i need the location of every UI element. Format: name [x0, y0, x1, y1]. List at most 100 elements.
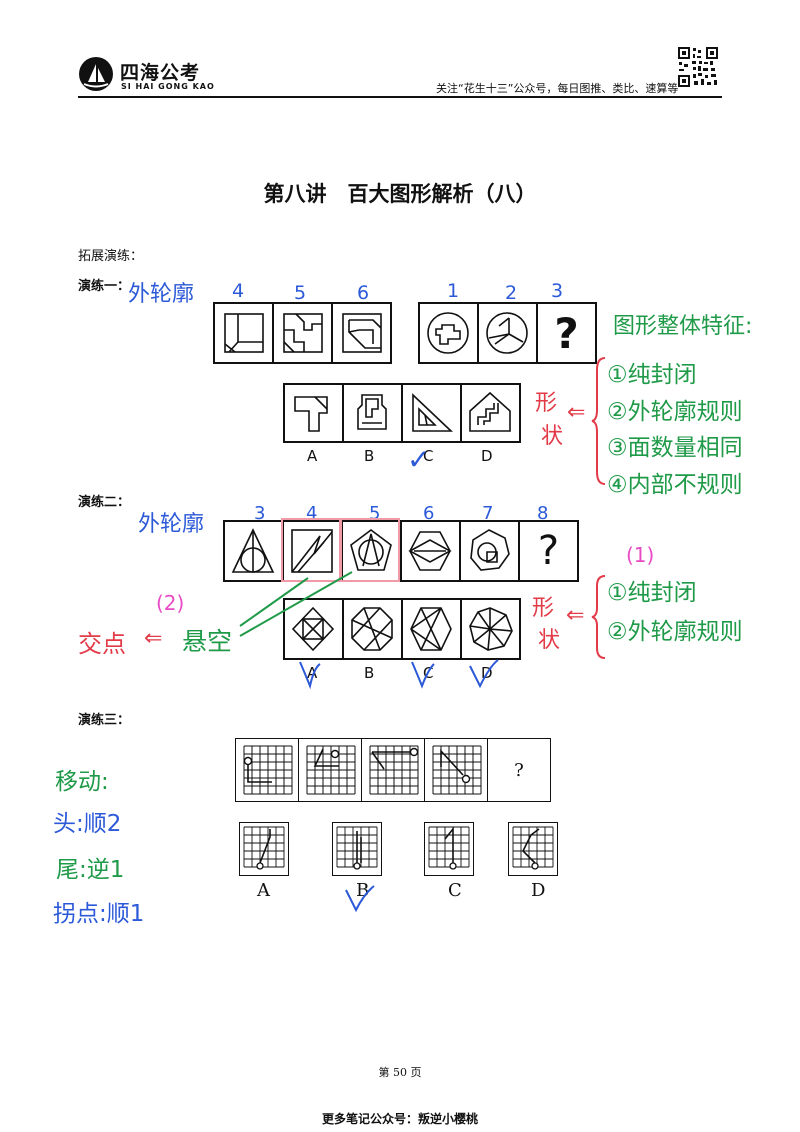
ex3-figure	[425, 739, 488, 801]
ex1-question-row-left	[213, 302, 392, 364]
qr-code	[677, 46, 719, 88]
ex1-figure	[333, 304, 390, 362]
ex1-option-label: C	[423, 447, 434, 465]
ex2-seq-num: 4	[306, 503, 318, 524]
ex1-option-a[interactable]	[285, 385, 344, 441]
ex2-note-shape: 状	[538, 628, 561, 653]
ex2-note-jiaodian: 交点	[78, 630, 126, 658]
ex2-option-d[interactable]	[462, 600, 519, 658]
ex3-label: 演练三：	[78, 713, 131, 728]
ex3-note: 头:顺2	[53, 811, 122, 837]
ex1-options-row	[283, 383, 521, 443]
ex2-option-a[interactable]	[285, 600, 344, 658]
ex1-figure	[420, 304, 479, 362]
ex3-figure	[362, 739, 425, 801]
ex2-note-shape: 形	[532, 596, 555, 621]
ex2-seq-num: 7	[482, 503, 494, 524]
ex2-tag-1: (1)	[626, 543, 655, 567]
ex2-check-marks-icon	[299, 659, 499, 690]
ex2-label: 演练二：	[78, 495, 131, 510]
ex2-figure	[402, 522, 461, 580]
header-rule	[78, 96, 722, 98]
sailboat-logo-icon	[79, 57, 113, 91]
ex1-question-cell: ?	[538, 304, 595, 362]
ex2-feature: ①纯封闭	[607, 580, 697, 606]
qr-code-icon	[677, 46, 719, 88]
ex3-option-c[interactable]	[424, 822, 474, 876]
ex3-option-label: D	[531, 880, 546, 901]
ex1-seq-num: 1	[447, 280, 460, 302]
ex2-figure	[343, 522, 402, 580]
ex1-note-shape: 状	[541, 424, 564, 449]
ex1-arrow: ⇐	[567, 400, 586, 425]
ex2-feature: ②外轮廓规则	[607, 619, 743, 645]
ex3-note: 尾:逆1	[56, 857, 125, 883]
ex2-arrow-left: ⇐	[144, 626, 163, 651]
ex1-option-label: D	[481, 447, 493, 465]
ex3-note: 移动:	[55, 769, 109, 795]
brand-name-en: SI HAI GONG KAO	[121, 82, 215, 91]
ex1-check-mark: ✓	[407, 443, 431, 476]
ex2-note-outline: 外轮廓	[138, 512, 205, 537]
section-label: 拓展演练：	[78, 249, 144, 264]
ex1-label: 演练一：	[78, 279, 131, 294]
ex2-option-c[interactable]	[403, 600, 462, 658]
ex3-option-b[interactable]	[332, 822, 382, 876]
question-mark: ?	[554, 308, 579, 358]
ex2-option-b[interactable]	[344, 600, 403, 658]
page-number: 第 50 页	[378, 1066, 422, 1079]
ex1-figure	[274, 304, 333, 362]
question-mark: ?	[514, 759, 524, 781]
ex1-figure	[215, 304, 274, 362]
ex2-option-label: B	[364, 664, 375, 682]
ex3-question-row: ?	[235, 738, 551, 802]
ex2-figure	[461, 522, 520, 580]
ex1-feature: ④内部不规则	[607, 472, 743, 498]
ex1-note-shape: 形	[535, 391, 558, 416]
brand-name: 四海公考	[120, 62, 201, 84]
ex2-seq-num: 3	[254, 503, 266, 524]
brand-logo	[78, 56, 114, 92]
ex3-figure	[299, 739, 362, 801]
ex3-option-a[interactable]	[239, 822, 289, 876]
ex1-option-c[interactable]	[403, 385, 462, 441]
header-slogan: 关注“花生十三”公众号，每日图推、类比、速算等	[436, 82, 679, 95]
ex3-option-label: A	[257, 880, 270, 901]
page-title: 第八讲 百大图形解析（八）	[263, 182, 537, 206]
ex1-brace-icon	[591, 357, 606, 485]
ex2-arrow: ⇐	[566, 603, 585, 628]
ex2-highlight-box	[340, 518, 400, 582]
ex3-option-d[interactable]	[508, 822, 558, 876]
ex2-seq-num: 8	[537, 503, 549, 524]
ex1-note-outline: 外轮廓	[128, 282, 195, 307]
footer-more: 更多笔记公众号：叛逆小樱桃	[321, 1112, 478, 1126]
ex1-question-row-right: ?	[418, 302, 597, 364]
ex2-seq-num: 6	[423, 503, 435, 524]
ex1-seq-num: 2	[505, 282, 518, 304]
ex1-seq-num: 3	[551, 280, 564, 302]
ex1-option-label: B	[364, 447, 375, 465]
ex1-option-b[interactable]	[344, 385, 403, 441]
ex2-seq-num: 5	[369, 503, 381, 524]
ex1-feature-title: 图形整体特征:	[613, 314, 753, 339]
ex1-figure	[479, 304, 538, 362]
ex1-seq-num: 6	[357, 282, 370, 304]
ex2-pointer-lines-icon	[239, 571, 353, 637]
ex3-figure	[236, 739, 299, 801]
ex3-check-mark-icon	[345, 885, 375, 913]
ex2-question-cell: ?	[520, 522, 577, 580]
ex3-note: 拐点:顺1	[53, 901, 145, 927]
ex1-feature: ②外轮廓规则	[607, 399, 743, 425]
ex2-note-xuankong: 悬空	[182, 627, 233, 656]
ex2-figure	[225, 522, 284, 580]
ex3-question-cell: ?	[488, 739, 550, 801]
ex2-brace-icon	[591, 575, 606, 659]
question-mark: ?	[537, 528, 560, 574]
ex2-figure	[284, 522, 343, 580]
ex2-options-row	[283, 598, 521, 660]
ex1-seq-num: 5	[294, 282, 307, 304]
ex1-option-d[interactable]	[462, 385, 519, 441]
ex3-option-label: C	[448, 880, 462, 901]
ex1-seq-num: 4	[232, 280, 245, 302]
ex1-feature: ①纯封闭	[607, 362, 697, 388]
